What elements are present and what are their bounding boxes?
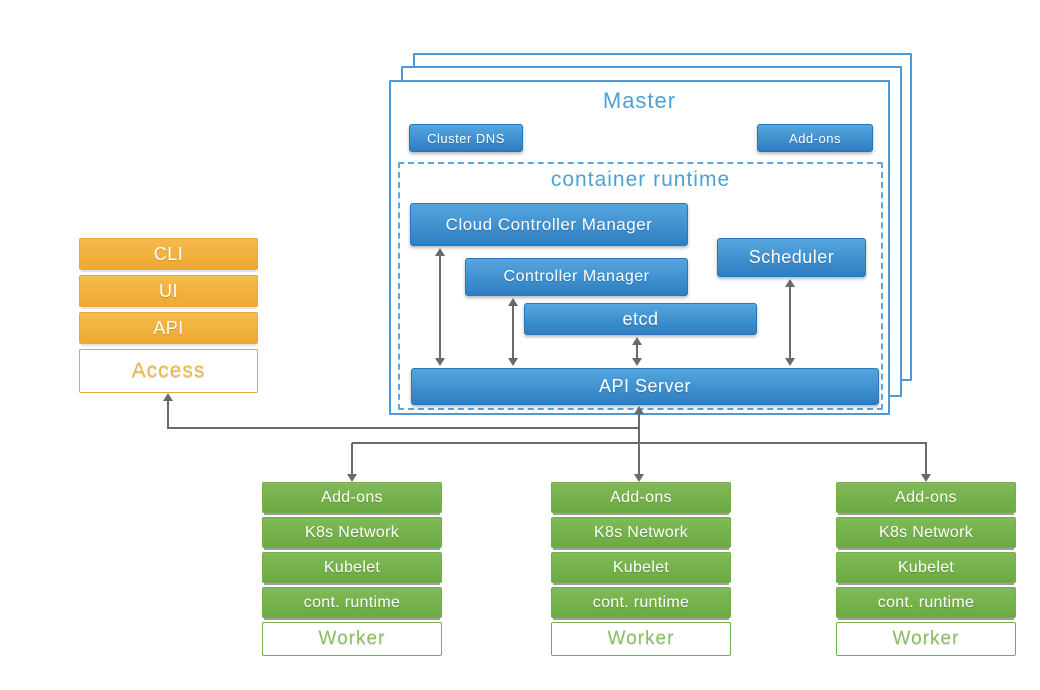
cli-box: CLI	[79, 238, 258, 270]
cluster-dns-box: Cluster DNS	[409, 124, 523, 152]
arrow-head-down-icon	[785, 358, 795, 366]
arrow-head-down-icon	[435, 358, 445, 366]
arrow-head-down-icon	[347, 474, 357, 482]
worker-row-cont-runtime: cont. runtime	[836, 587, 1016, 618]
container-runtime-title: container runtime	[550, 168, 731, 191]
cloud-controller-manager-box: Cloud Controller Manager	[410, 203, 688, 246]
worker-row-k8s-network: K8s Network	[262, 517, 442, 548]
worker-row-kubelet: Kubelet	[836, 552, 1016, 583]
master-title: Master	[602, 88, 677, 113]
arrow-line	[789, 286, 791, 359]
scheduler-box: Scheduler	[717, 238, 866, 277]
connector-workers-horizontal	[352, 442, 927, 444]
arrow-head-up-icon	[435, 248, 445, 256]
worker-row-addons: Add-ons	[262, 482, 442, 513]
arrow-line	[636, 344, 638, 360]
arrow-head-up-icon	[508, 298, 518, 306]
worker-label: Worker	[551, 622, 731, 656]
connector-access-horizontal	[167, 427, 640, 429]
connector-worker3-vertical	[925, 443, 927, 475]
worker-row-cont-runtime: cont. runtime	[551, 587, 731, 618]
worker-row-k8s-network: K8s Network	[836, 517, 1016, 548]
worker-label: Worker	[262, 622, 442, 656]
worker-stack-3: Add-ons K8s Network Kubelet cont. runtim…	[836, 482, 1016, 656]
worker-row-k8s-network: K8s Network	[551, 517, 731, 548]
worker-label: Worker	[836, 622, 1016, 656]
controller-manager-box: Controller Manager	[465, 258, 688, 296]
arrow-head-down-icon	[634, 474, 644, 482]
arrow-line	[439, 255, 441, 359]
arrow-head-up-icon	[634, 406, 644, 414]
worker-row-cont-runtime: cont. runtime	[262, 587, 442, 618]
worker-row-kubelet: Kubelet	[551, 552, 731, 583]
arrow-head-down-icon	[508, 358, 518, 366]
worker-row-addons: Add-ons	[551, 482, 731, 513]
access-box: Access	[79, 349, 258, 393]
worker-row-kubelet: Kubelet	[262, 552, 442, 583]
api-box: API	[79, 312, 258, 344]
ui-box: UI	[79, 275, 258, 307]
arrow-head-up-icon	[163, 393, 173, 401]
connector-access-vertical	[167, 400, 169, 429]
arrow-head-up-icon	[785, 279, 795, 287]
arrow-head-up-icon	[632, 337, 642, 345]
api-server-box: API Server	[411, 368, 879, 405]
etcd-box: etcd	[524, 303, 757, 335]
access-stack: CLI UI API Access	[79, 238, 258, 393]
worker-stack-2: Add-ons K8s Network Kubelet cont. runtim…	[551, 482, 731, 656]
worker-row-addons: Add-ons	[836, 482, 1016, 513]
arrow-line	[512, 305, 514, 359]
connector-worker1-vertical	[351, 443, 353, 475]
arrow-head-down-icon	[921, 474, 931, 482]
arrow-head-down-icon	[632, 358, 642, 366]
worker-stack-1: Add-ons K8s Network Kubelet cont. runtim…	[262, 482, 442, 656]
addons-box: Add-ons	[757, 124, 873, 152]
